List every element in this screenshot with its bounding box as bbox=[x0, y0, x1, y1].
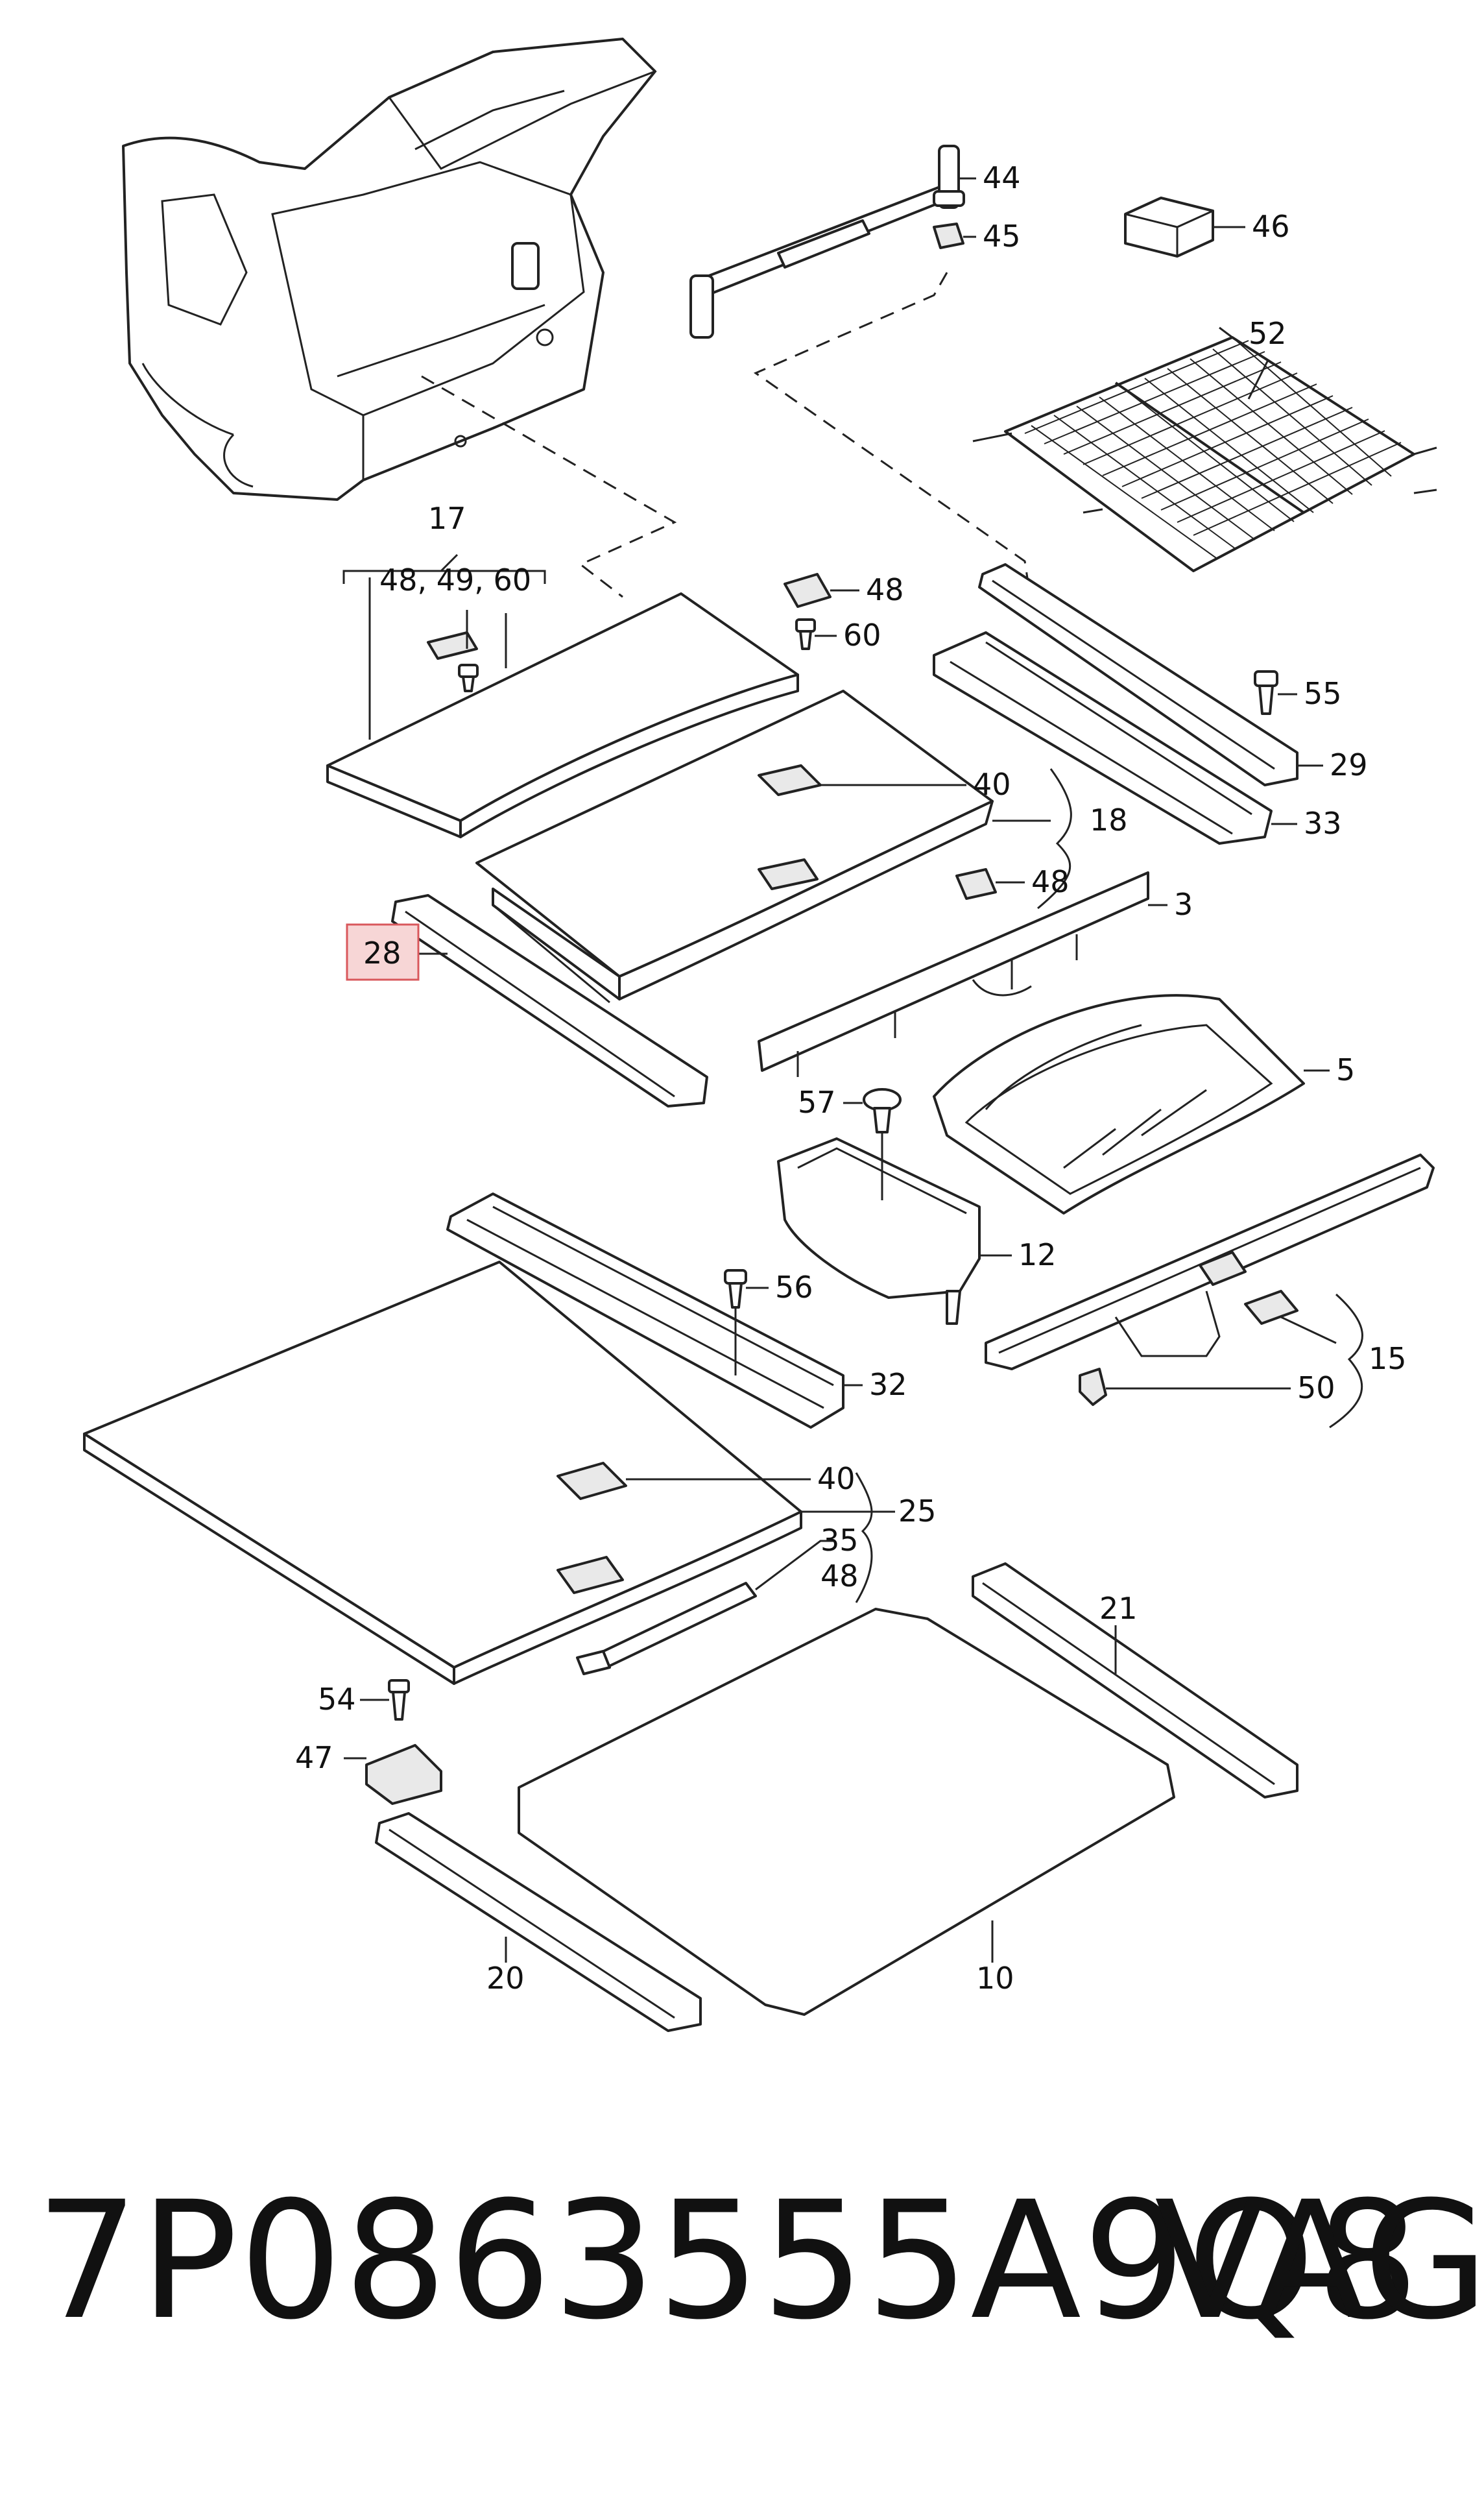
part-15-rear-trim bbox=[985, 1154, 1435, 1406]
part-55-screw bbox=[1254, 670, 1278, 715]
callout-20[interactable]: 20 bbox=[486, 1961, 525, 1996]
part-57-push-clip bbox=[863, 1088, 902, 1133]
callout-46[interactable]: 46 bbox=[1252, 209, 1290, 244]
highlighted-callout-box bbox=[346, 923, 420, 981]
callout-47[interactable]: 47 bbox=[295, 1740, 333, 1775]
part-35-strap bbox=[576, 1582, 757, 1675]
callout-54[interactable]: 54 bbox=[318, 1682, 356, 1717]
callout-25[interactable]: 25 bbox=[898, 1494, 937, 1529]
part-3-trim-panel bbox=[758, 871, 1149, 1077]
exploded-parts-diagram: 17 48, 49, 60 44 45 46 52 48 60 55 29 40… bbox=[83, 38, 1437, 2032]
vehicle-rear-illustration bbox=[122, 38, 657, 501]
callout-40-b[interactable]: 40 bbox=[817, 1461, 856, 1496]
part-56-screw bbox=[724, 1269, 747, 1309]
callout-17[interactable]: 17 bbox=[428, 501, 466, 536]
callout-55[interactable]: 55 bbox=[1304, 676, 1342, 711]
part-10-cargo-mat bbox=[518, 1608, 1175, 2016]
callout-33[interactable]: 33 bbox=[1304, 806, 1342, 841]
part-29-rail bbox=[978, 563, 1298, 786]
callout-21[interactable]: 21 bbox=[1099, 1591, 1138, 1626]
callout-17-sub: 48, 49, 60 bbox=[379, 563, 531, 598]
callout-32[interactable]: 32 bbox=[869, 1367, 907, 1402]
callout-18[interactable]: 18 bbox=[1090, 803, 1128, 838]
callout-44[interactable]: 44 bbox=[983, 160, 1021, 195]
callout-48-b[interactable]: 48 bbox=[1031, 864, 1070, 899]
callout-labels: 17 48, 49, 60 44 45 46 52 48 60 55 29 40… bbox=[295, 160, 1407, 1996]
callout-57[interactable]: 57 bbox=[798, 1085, 836, 1120]
part-21-rail bbox=[972, 1562, 1298, 1798]
callout-50[interactable]: 50 bbox=[1297, 1370, 1335, 1405]
callout-28[interactable]: 28 bbox=[363, 936, 401, 971]
part-17-floor-board bbox=[326, 592, 799, 838]
callout-52[interactable]: 52 bbox=[1249, 316, 1287, 351]
callout-48-c[interactable]: 48 bbox=[820, 1558, 859, 1593]
leader-lines bbox=[342, 177, 1363, 1963]
callout-15[interactable]: 15 bbox=[1369, 1341, 1407, 1376]
part-18-floor-board bbox=[475, 690, 997, 1004]
part-46-box bbox=[1124, 197, 1214, 258]
brand-label: VAG bbox=[1155, 2166, 1484, 2355]
callout-5[interactable]: 5 bbox=[1336, 1052, 1355, 1087]
part-25-floor-board bbox=[83, 1261, 802, 1685]
part-47-bracket bbox=[365, 1744, 442, 1805]
callout-60[interactable]: 60 bbox=[843, 618, 881, 653]
callout-45[interactable]: 45 bbox=[983, 219, 1021, 254]
part-5-storage-tray bbox=[933, 994, 1305, 1215]
part-32-rail bbox=[446, 1193, 844, 1429]
part-52-cargo-net bbox=[972, 326, 1437, 572]
part-12-storage-bin bbox=[777, 1137, 981, 1325]
part-28-trim-strip bbox=[391, 894, 708, 1108]
callout-29[interactable]: 29 bbox=[1330, 747, 1368, 782]
part-33-rail bbox=[933, 631, 1273, 845]
part-48-hinge-upper bbox=[427, 573, 832, 660]
part-20-rail bbox=[375, 1812, 702, 2032]
callout-40-a[interactable]: 40 bbox=[973, 767, 1011, 802]
part-54-screw bbox=[388, 1679, 410, 1721]
part-60-screws bbox=[458, 618, 816, 692]
callout-56[interactable]: 56 bbox=[775, 1270, 813, 1305]
dashed-connector-17 bbox=[421, 375, 677, 598]
part-number: 7P0863555A9Q8 bbox=[36, 2166, 1421, 2355]
dashed-connector-44 bbox=[753, 272, 1033, 604]
callout-10[interactable]: 10 bbox=[976, 1961, 1014, 1996]
callout-12[interactable]: 12 bbox=[1018, 1237, 1057, 1272]
part-45-clip bbox=[933, 223, 964, 249]
callout-35[interactable]: 35 bbox=[820, 1523, 859, 1558]
callout-48-a[interactable]: 48 bbox=[866, 572, 904, 607]
part-44-crossbar bbox=[689, 145, 965, 339]
callout-3[interactable]: 3 bbox=[1174, 887, 1193, 922]
